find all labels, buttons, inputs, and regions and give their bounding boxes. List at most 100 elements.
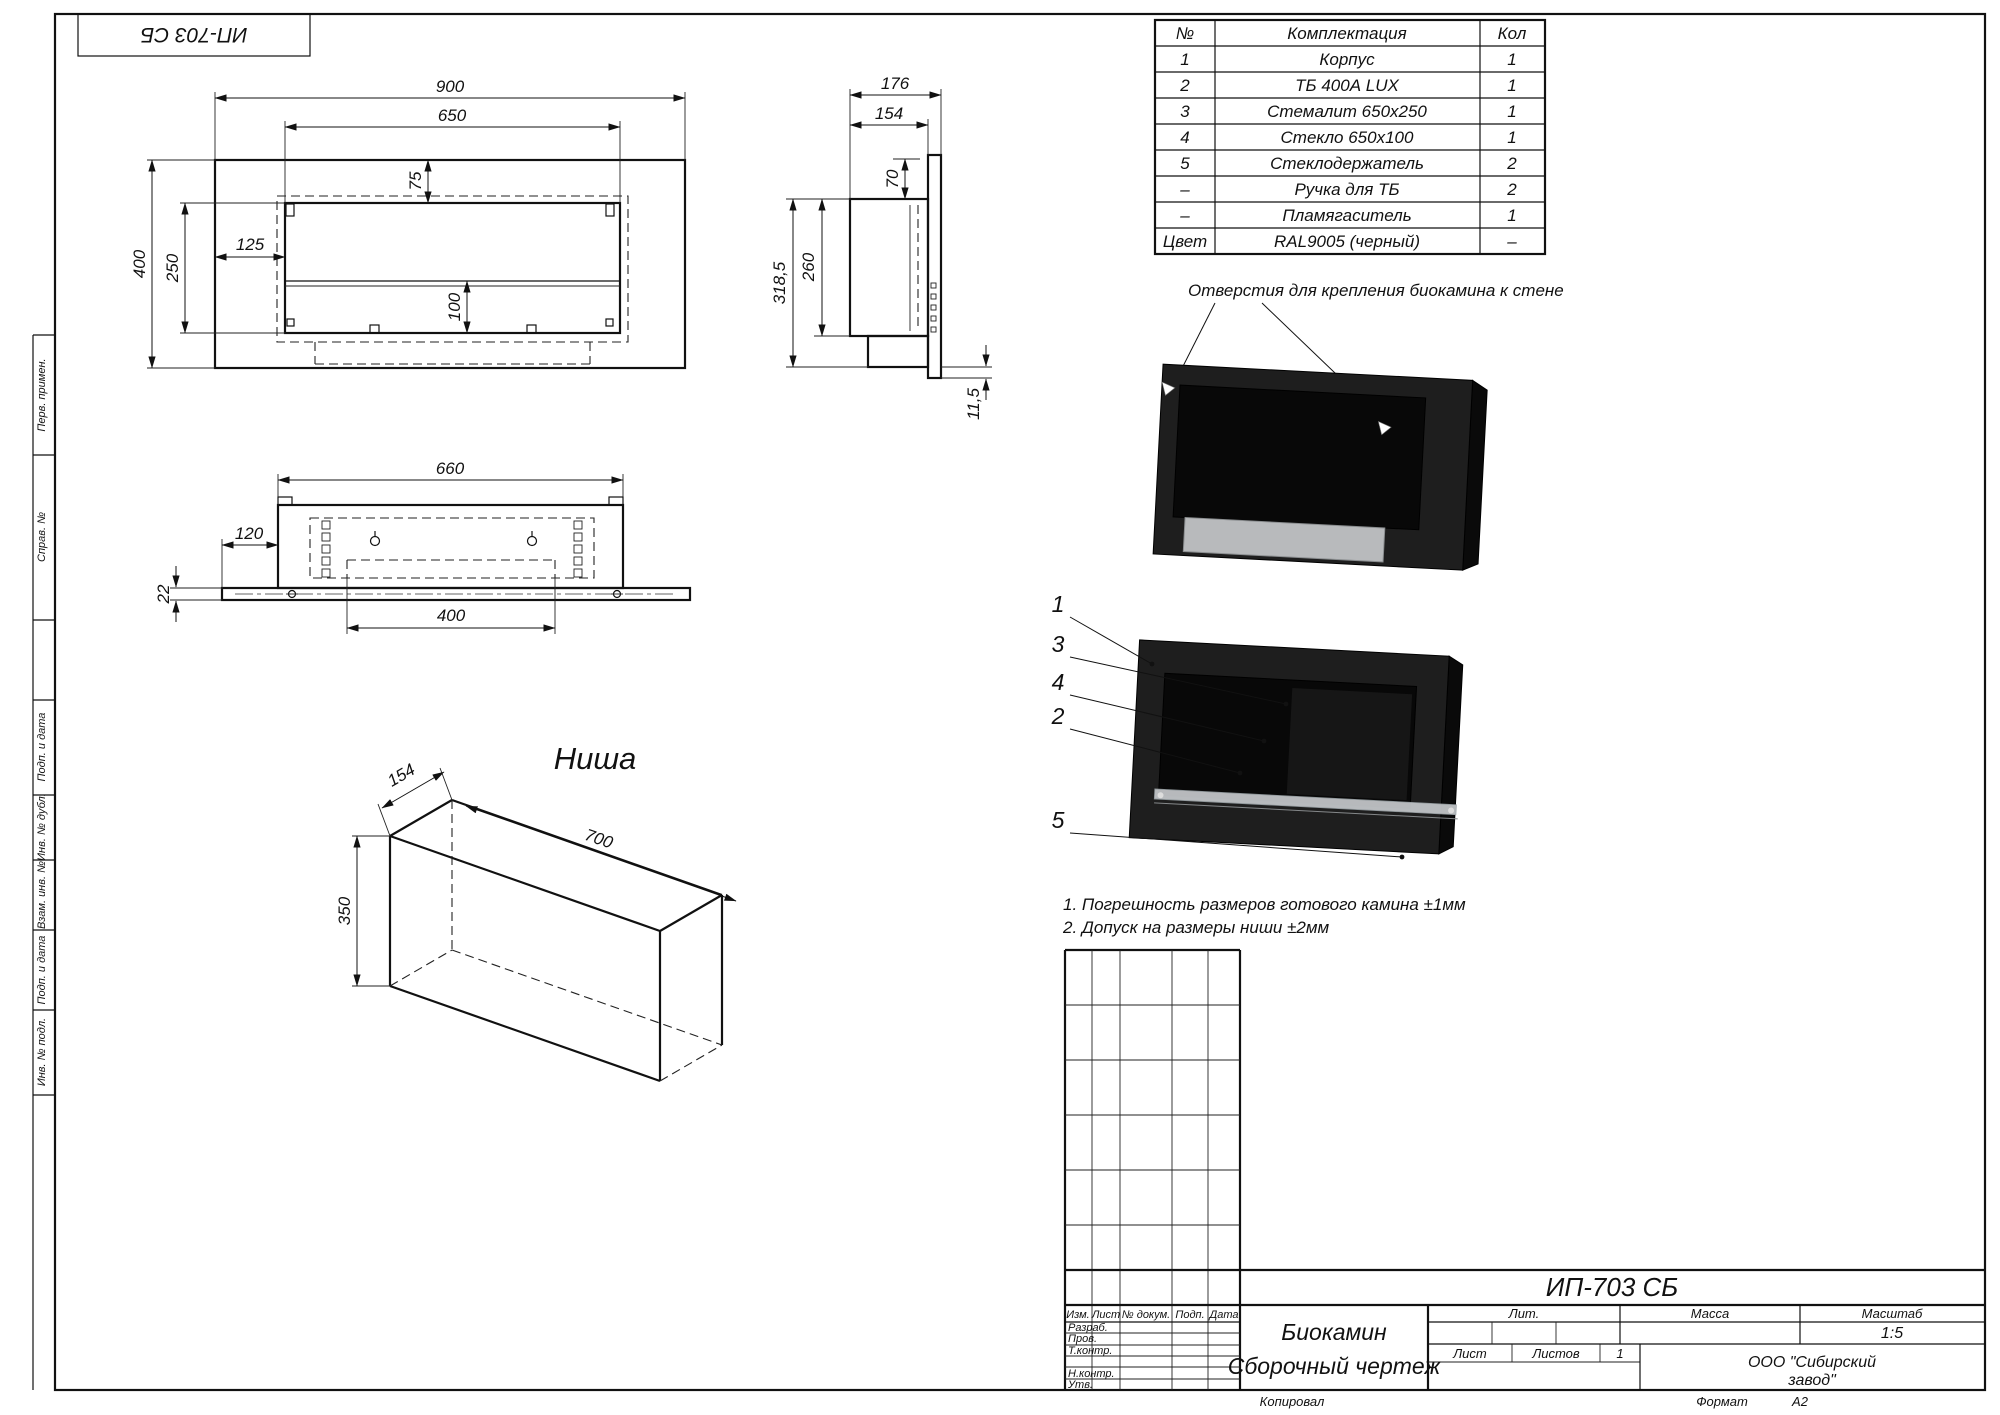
callout-5: 5 xyxy=(1052,807,1065,833)
dim-bottom-660: 660 xyxy=(277,459,624,497)
render-back-view xyxy=(1152,363,1488,571)
margin-label-inv-dubl: Инв. № дубл. xyxy=(36,793,48,861)
note-2: 2. Допуск на размеры ниши ±2мм xyxy=(1062,918,1330,937)
doc-number: ИП-703 СБ xyxy=(1546,1272,1678,1302)
parts-col-qty: Кол xyxy=(1498,24,1527,43)
dim-side-260: 260 xyxy=(799,198,850,337)
copied-label: Копировал xyxy=(1260,1394,1325,1409)
svg-text:Стеклодержатель: Стеклодержатель xyxy=(1270,154,1424,173)
dim-side-176: 176 xyxy=(849,74,942,199)
footer-margin: Копировал Формат А2 xyxy=(1260,1394,1809,1409)
margin-label-inv-podl: Инв. № подл. xyxy=(36,1018,48,1086)
margin-label-podp-data-2: Подп. и дата xyxy=(36,936,48,1005)
title-block: ИП-703 СБ Биокамин Сборочный чертеж Лит.… xyxy=(1063,948,1985,1391)
svg-text:318,5: 318,5 xyxy=(770,261,789,304)
dim-niche-154: 154 xyxy=(377,760,453,837)
callout-2: 2 xyxy=(1051,703,1065,729)
scale-value: 1:5 xyxy=(1881,1325,1903,1342)
svg-text:4: 4 xyxy=(1180,128,1189,147)
margin-label-sprav-no: Справ. № xyxy=(36,512,48,562)
svg-text:1: 1 xyxy=(1507,128,1516,147)
top-stamp: ИП-703 СБ xyxy=(77,13,311,57)
dim-side-318-5: 318,5 xyxy=(770,198,868,368)
svg-text:260: 260 xyxy=(799,252,818,282)
side-view: 176 154 70 318,5 260 xyxy=(770,74,992,420)
dim-niche-350: 350 xyxy=(335,835,390,987)
svg-text:RAL9005 (черный): RAL9005 (черный) xyxy=(1274,232,1420,251)
margin-strip: Перв. примен. Справ. № Подп. и дата Инв.… xyxy=(32,334,55,1390)
dim-bottom-22: 22 xyxy=(154,566,222,622)
svg-text:75: 75 xyxy=(406,171,425,190)
col-podp: Подп. xyxy=(1175,1309,1204,1321)
table-row: 2 ТБ 400А LUX 1 xyxy=(1179,76,1516,95)
margin-label-perv-primen: Перв. примен. xyxy=(36,358,48,431)
mount-hole-right xyxy=(1377,420,1392,436)
lit-label: Лит. xyxy=(1508,1306,1539,1321)
svg-text:250: 250 xyxy=(163,253,182,283)
svg-text:120: 120 xyxy=(235,524,264,543)
col-data: Дата xyxy=(1207,1309,1238,1321)
svg-text:154: 154 xyxy=(875,104,903,123)
bottom-view: 660 120 400 22 xyxy=(154,459,692,634)
svg-text:–: – xyxy=(1179,180,1190,199)
role-razrab: Разраб. xyxy=(1068,1322,1108,1334)
role-nkontr: Н.контр. xyxy=(1068,1368,1115,1380)
dim-niche-700: 700 xyxy=(465,805,737,902)
front-view: 900 650 75 125 250 xyxy=(130,77,687,370)
dim-front-900: 900 xyxy=(214,77,686,160)
parts-col-no: № xyxy=(1176,24,1194,43)
dim-side-154: 154 xyxy=(849,104,929,155)
steel-strip xyxy=(1182,517,1386,563)
svg-text:2: 2 xyxy=(1506,154,1517,173)
svg-text:22: 22 xyxy=(154,584,173,604)
dim-front-250: 250 xyxy=(163,202,285,334)
svg-text:Ручка для ТБ: Ручка для ТБ xyxy=(1294,180,1399,199)
svg-text:154: 154 xyxy=(384,760,418,791)
svg-text:176: 176 xyxy=(881,74,910,93)
table-row: 3 Стемалит 650х250 1 xyxy=(1180,102,1516,121)
table-row: – Ручка для ТБ 2 xyxy=(1179,180,1517,199)
svg-text:Корпус: Корпус xyxy=(1319,50,1375,69)
dim-side-70: 70 xyxy=(883,158,920,200)
niche-title: Ниша xyxy=(554,741,637,776)
svg-text:100: 100 xyxy=(445,292,464,321)
mounting-note: Отверстия для крепления биокамина к стен… xyxy=(1188,281,1564,300)
table-row: – Пламягаситель 1 xyxy=(1179,206,1516,225)
svg-text:350: 350 xyxy=(335,896,354,925)
svg-text:1: 1 xyxy=(1507,76,1516,95)
svg-text:660: 660 xyxy=(436,459,465,478)
sheets-label: Листов xyxy=(1531,1346,1580,1361)
fireplace-back-recess xyxy=(1172,384,1427,531)
dim-front-400: 400 xyxy=(130,159,215,369)
svg-text:ТБ 400А LUX: ТБ 400А LUX xyxy=(1295,76,1399,95)
sheet-label: Лист xyxy=(1452,1346,1487,1361)
glass-strip xyxy=(1153,788,1457,816)
niche-view: Ниша 154 700 350 xyxy=(335,741,737,1083)
svg-text:Стекло 650х100: Стекло 650х100 xyxy=(1281,128,1414,147)
table-row: 1 Корпус 1 xyxy=(1180,50,1516,69)
dim-front-100: 100 xyxy=(445,280,471,334)
svg-text:1: 1 xyxy=(1180,50,1189,69)
callouts: 1 3 4 2 5 xyxy=(1051,591,1405,860)
format-value: А2 xyxy=(1791,1394,1809,1409)
svg-text:1: 1 xyxy=(1507,206,1516,225)
callout-1: 1 xyxy=(1052,591,1065,617)
glass-holder xyxy=(1157,792,1164,799)
svg-text:Цвет: Цвет xyxy=(1163,232,1207,251)
parts-col-name: Комплектация xyxy=(1287,24,1406,43)
col-izm: Изм. xyxy=(1066,1309,1089,1321)
svg-text:900: 900 xyxy=(436,77,465,96)
dim-front-650: 650 xyxy=(284,106,621,203)
dim-front-125: 125 xyxy=(214,235,286,261)
stamp-doc-number: ИП-703 СБ xyxy=(141,23,248,46)
svg-text:Пламягаситель: Пламягаситель xyxy=(1282,206,1411,225)
company-line1: ООО "Сибирский xyxy=(1748,1354,1876,1371)
col-list: Лист xyxy=(1091,1309,1120,1321)
parts-table: № Комплектация Кол 1 Корпус 1 2 ТБ 400А … xyxy=(1153,18,1547,256)
svg-text:70: 70 xyxy=(883,169,902,188)
svg-text:11,5: 11,5 xyxy=(964,388,983,420)
svg-text:1: 1 xyxy=(1507,102,1516,121)
table-row: 4 Стекло 650х100 1 xyxy=(1180,128,1516,147)
margin-label-podp-data-1: Подп. и дата xyxy=(36,713,48,782)
svg-text:400: 400 xyxy=(130,249,149,278)
